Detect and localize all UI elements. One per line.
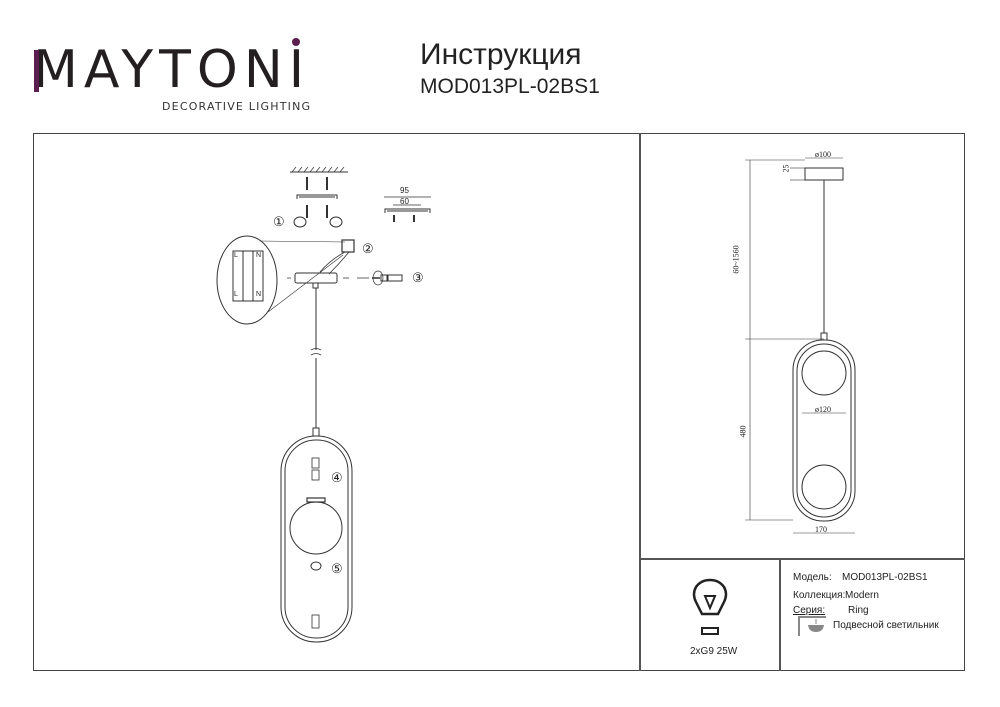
divider xyxy=(639,133,641,671)
fixture-type: Подвесной светильник xyxy=(833,620,939,631)
body-width: 170 xyxy=(815,525,827,534)
drawing-frame xyxy=(33,133,965,671)
model-label: Модель: xyxy=(793,572,832,583)
bracket-inner-dim: 60 xyxy=(400,197,409,206)
terminal-live: L xyxy=(234,252,238,259)
body-height: 480 xyxy=(738,425,748,438)
step-2-label: ② xyxy=(362,241,374,256)
series-label: Серия: xyxy=(793,605,826,616)
bulb-spec: 2xG9 25W xyxy=(690,646,738,657)
terminal-neutral: N xyxy=(256,291,262,298)
document-title: Инструкция xyxy=(420,38,582,71)
bracket-outer-dim: 95 xyxy=(400,186,409,195)
collection-value: Modern xyxy=(845,590,879,601)
brand-tagline: DECORATIVE LIGHTING xyxy=(162,100,312,113)
pendant-lamp-icon xyxy=(798,616,826,636)
terminal-neutral: N xyxy=(256,252,262,259)
globe-diameter: ø120 xyxy=(815,405,831,414)
divider xyxy=(640,558,965,560)
terminal-live: L xyxy=(234,291,238,298)
brand-logo: MAYTONI xyxy=(33,44,310,96)
brand-name: MAYTONI xyxy=(33,40,311,100)
step-1-label: ① xyxy=(273,214,285,229)
step-5-label: ⑤ xyxy=(331,561,343,576)
step-4-label: ④ xyxy=(331,470,343,485)
canopy-height: 25 xyxy=(781,164,791,173)
series-value: Ring xyxy=(848,605,869,616)
cord-length: 60~1560 xyxy=(731,245,741,274)
collection-label: Коллекция: xyxy=(793,590,846,601)
logo-accent-dot xyxy=(292,38,300,46)
bulb-icon xyxy=(692,578,728,635)
step-3-label: ③ xyxy=(412,270,424,285)
document-model: MOD013PL-02BS1 xyxy=(420,75,600,98)
assembly-diagram xyxy=(216,166,431,643)
divider xyxy=(779,558,781,671)
model-value: MOD013PL-02BS1 xyxy=(842,572,928,583)
logo-accent-bar xyxy=(34,50,39,92)
dimension-diagram xyxy=(745,157,856,534)
canopy-diameter: ø100 xyxy=(815,150,831,159)
